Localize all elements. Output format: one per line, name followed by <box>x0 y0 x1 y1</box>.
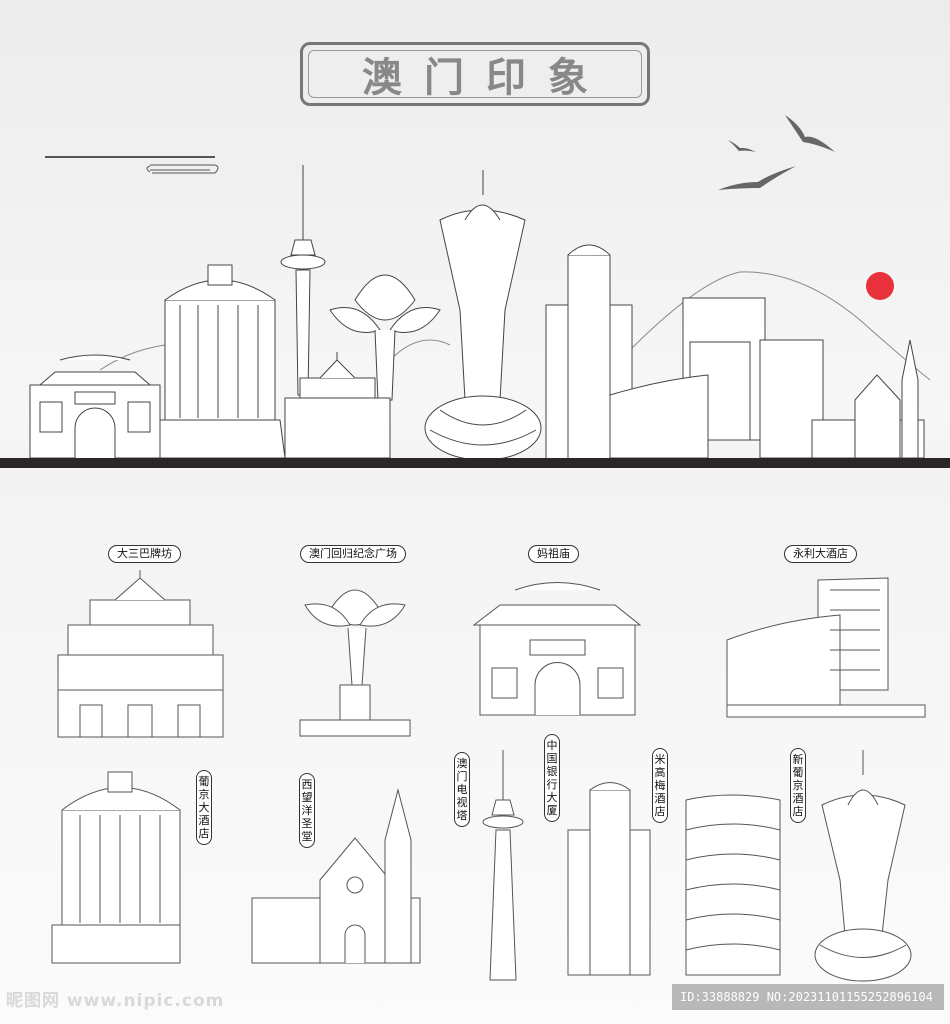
landmark-illustrations <box>51 570 926 982</box>
ground-line <box>0 458 950 468</box>
macau-tower-drawing <box>482 750 524 981</box>
label-tv-tower: 澳门电视塔 <box>454 752 470 827</box>
tv-tower-skyline <box>280 165 326 396</box>
label-a-ma-temple: 妈祖庙 <box>528 545 579 563</box>
lisboa-skyline <box>159 264 286 459</box>
watermark-id: ID:33888829 NO:20231101155252896104 <box>672 984 944 1010</box>
wynn-skyline <box>609 297 824 459</box>
lisboa-hotel-drawing <box>51 771 181 964</box>
label-lotus-square: 澳门回归纪念广场 <box>300 545 406 563</box>
label-wynn: 永利大酒店 <box>784 545 857 563</box>
grand-lisboa-drawing <box>814 750 912 982</box>
ruins-of-st-paul-drawing <box>57 570 224 738</box>
label-ruins: 大三巴牌坊 <box>108 545 181 563</box>
lotus-skyline <box>329 274 441 401</box>
grand-lisboa-skyline <box>424 170 542 461</box>
label-mgm: 米高梅酒店 <box>652 748 668 823</box>
lotus-statue-drawing <box>299 589 411 737</box>
label-lisboa: 葡京大酒店 <box>196 770 212 845</box>
cloud-ornament <box>45 156 219 174</box>
mgm-hotel-drawing <box>685 794 781 976</box>
birds-icon <box>718 115 835 190</box>
church-skyline <box>811 339 925 459</box>
wynn-hotel-drawing <box>726 577 926 718</box>
boc-skyline <box>545 244 633 461</box>
label-boc: 中国银行大厦 <box>544 734 560 822</box>
sun-icon <box>866 272 894 300</box>
ruins-skyline <box>284 352 391 459</box>
skyline-buildings <box>29 165 925 461</box>
a-ma-temple-drawing <box>472 582 642 716</box>
temple-gate-skyline <box>29 354 161 459</box>
label-st-lawrence: 西望洋圣堂 <box>299 773 315 848</box>
watermark-site: 昵图网 www.nipic.com <box>6 991 225 1011</box>
bank-of-china-drawing <box>567 782 651 976</box>
label-grand-lisboa: 新葡京酒店 <box>790 748 806 823</box>
st-lawrence-church-drawing <box>251 788 421 964</box>
title-frame: 澳门印象 <box>300 42 650 106</box>
